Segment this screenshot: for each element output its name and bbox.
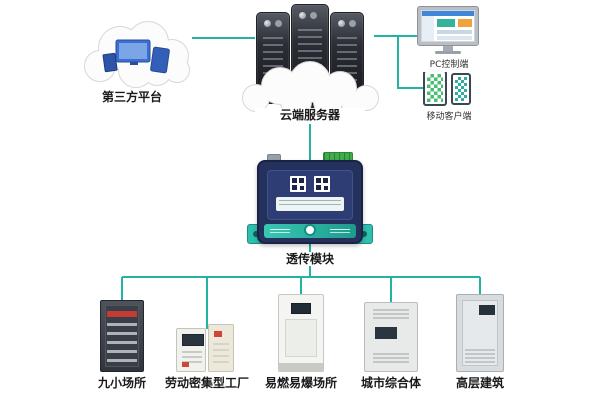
cabinet-screen <box>182 334 204 346</box>
screen-row <box>437 36 472 40</box>
brand-logo-icon <box>304 224 316 236</box>
cabinet-indicator <box>182 362 189 367</box>
site-cabinet-urban-complex <box>364 302 418 372</box>
site-label-1: 九小场所 <box>87 376 157 390</box>
cabinet-indicator <box>107 311 137 317</box>
screen-widget <box>437 19 455 27</box>
site-label-3: 易燃易爆场所 <box>256 376 346 390</box>
cabinet-base <box>279 363 323 371</box>
site-cabinet-high-rise <box>456 294 504 372</box>
cabinet-screen <box>479 305 495 315</box>
cabinet-panel <box>285 319 317 357</box>
site-cabinet-flammable-places <box>278 294 324 372</box>
transmission-module-device <box>243 150 377 246</box>
cabinet-vent <box>465 349 495 363</box>
screen-row <box>437 30 472 34</box>
site-cabinet-nine-small-places <box>100 300 144 372</box>
module-label-strip <box>276 197 344 211</box>
phone-icon <box>451 73 471 105</box>
qr-codes <box>268 176 352 192</box>
server-led <box>338 20 345 27</box>
third-party-platform-label: 第三方平台 <box>77 90 187 104</box>
monitor-frame <box>417 6 479 46</box>
app-grid <box>427 74 443 102</box>
site-label-4: 城市综合体 <box>351 376 431 390</box>
site-cabinet-factory-unit <box>176 328 206 372</box>
module-label: 透传模块 <box>260 252 360 266</box>
qr-code-icon <box>314 176 330 192</box>
phone-icon <box>423 70 447 106</box>
server-led <box>264 20 271 27</box>
cloud-server-label: 云端服务器 <box>255 108 365 122</box>
server-led <box>299 12 306 19</box>
third-party-devices-icon <box>102 39 170 74</box>
third-party-cloud-illustration <box>84 21 190 88</box>
cabinet-screen <box>291 303 311 314</box>
screen-header <box>422 11 474 16</box>
monitor-stand <box>443 46 453 51</box>
monitor-screen <box>421 10 475 42</box>
pc-client-label: PC控制端 <box>413 58 485 72</box>
cabinet-rows <box>107 323 137 363</box>
module-front-panel <box>267 170 353 220</box>
cabinet-buttons <box>182 349 202 363</box>
cabinet-rows <box>213 343 229 365</box>
pc-monitor-icon <box>417 6 481 56</box>
cabinet-vent <box>373 309 409 321</box>
mobile-client-label: 移动客户端 <box>409 110 489 124</box>
app-grid <box>455 77 467 101</box>
site-cabinet-factory-unit <box>208 324 234 372</box>
smartphones-icon <box>423 70 475 108</box>
module-body <box>257 160 363 244</box>
monitor-base <box>435 51 461 54</box>
cabinet-vent <box>373 353 409 365</box>
qr-code-icon <box>290 176 306 192</box>
screen-widget <box>458 19 472 27</box>
cabinet-indicator <box>214 331 222 337</box>
module-footer-band <box>264 224 356 238</box>
screen-sidebar <box>422 16 434 41</box>
cabinet-screen <box>375 327 397 339</box>
site-label-2: 劳动密集型工厂 <box>157 376 257 390</box>
site-label-5: 高层建筑 <box>445 376 515 390</box>
